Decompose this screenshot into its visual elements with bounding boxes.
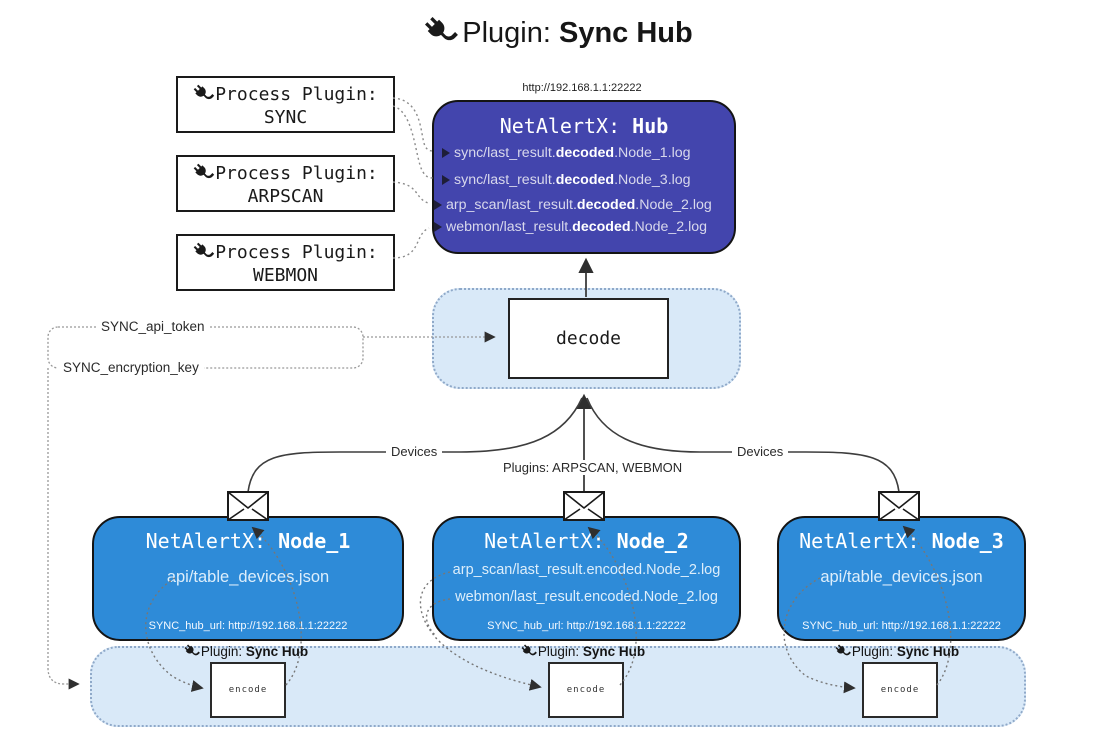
hub-log-line: webmon/last_result.decoded.Node_2.log [434,219,707,235]
edge-webmon-to-hub-log4 [392,227,430,259]
hub-box: NetAlertX: Hub sync/last_result.decoded.… [432,100,736,254]
edge-arpscan-to-hub-log3 [392,181,429,204]
plug-icon [832,641,853,662]
encode-section-label: Plugin: Sync Hub [812,644,982,659]
hub-log-line: sync/last_result.decoded.Node_1.log [442,145,691,161]
plug-icon [518,641,539,662]
hub-title: NetAlertX: Hub [434,114,734,138]
encode-box: encode [210,662,286,718]
decode-box: decode [508,298,669,379]
process-plugin-name: SYNC [263,107,308,128]
plug-icon [189,238,217,266]
node-2-box: NetAlertX: Node_2 arp_scan/last_result.e… [432,516,741,641]
hub-log-line: sync/last_result.decoded.Node_3.log [442,172,691,188]
node-hub-url: SYNC_hub_url: http://192.168.1.1:22222 [148,620,348,632]
node-file: arp_scan/last_result.encoded.Node_2.log [452,562,721,578]
process-plugin-arpscan: Process Plugin: ARPSCAN [176,155,395,212]
hub-title-prefix: NetAlertX: [499,114,633,138]
process-plugin-name: WEBMON [252,265,319,286]
process-plugin-sync: Process Plugin: SYNC [176,76,395,133]
plugins-edge-label: Plugins: ARPSCAN, WEBMON [498,460,688,475]
node-file: api/table_devices.json [166,568,330,586]
edge-sync-to-hub-log2 [392,105,434,179]
node-title: NetAlertX: Node_2 [484,529,689,553]
sync-api-token-label: SYNC_api_token [96,319,210,334]
encode-section-label: Plugin: Sync Hub [498,644,668,659]
plug-icon [189,159,217,187]
process-plugin-label: Process Plugin: [215,163,378,184]
process-plugin-label: Process Plugin: [215,242,378,263]
encode-box: encode [862,662,938,718]
process-plugin-name: ARPSCAN [247,186,324,207]
node-hub-url: SYNC_hub_url: http://192.168.1.1:22222 [802,620,1001,632]
edge-sync-to-hub-log1 [392,97,434,152]
node-file: api/table_devices.json [820,568,983,586]
encode-section-label: Plugin: Sync Hub [161,644,331,659]
plug-icon [418,9,463,54]
process-plugin-label: Process Plugin: [215,84,378,105]
page-title-prefix: Plugin: [462,17,551,49]
plug-icon [181,641,202,662]
node-1-box: NetAlertX: Node_1 api/table_devices.json… [92,516,404,641]
log-arrow-icon [434,200,442,210]
page-title: Plugin: Sync Hub [0,16,1117,50]
page-title-name: Sync Hub [558,17,693,49]
devices-label-right: Devices [732,444,789,459]
log-arrow-icon [442,175,450,185]
hub-url-label: http://192.168.1.1:22222 [522,82,642,94]
node-title: NetAlertX: Node_1 [145,529,351,553]
hub-title-name: Hub [632,114,669,138]
plug-icon [189,80,217,108]
edge-keys-to-encode-strip [47,368,80,690]
node-title: NetAlertX: Node_3 [799,529,1004,553]
log-arrow-icon [442,148,450,158]
sync-encryption-key-label: SYNC_encryption_key [58,360,204,375]
process-plugin-webmon: Process Plugin: WEBMON [176,234,395,291]
log-arrow-icon [434,222,442,232]
node-hub-url: SYNC_hub_url: http://192.168.1.1:22222 [487,620,686,632]
hub-log-line: arp_scan/last_result.decoded.Node_2.log [434,197,712,213]
node-3-box: NetAlertX: Node_3 api/table_devices.json… [777,516,1026,641]
encode-box: encode [548,662,624,718]
node-file: webmon/last_result.encoded.Node_2.log [455,589,718,605]
devices-label-left: Devices [386,444,443,459]
